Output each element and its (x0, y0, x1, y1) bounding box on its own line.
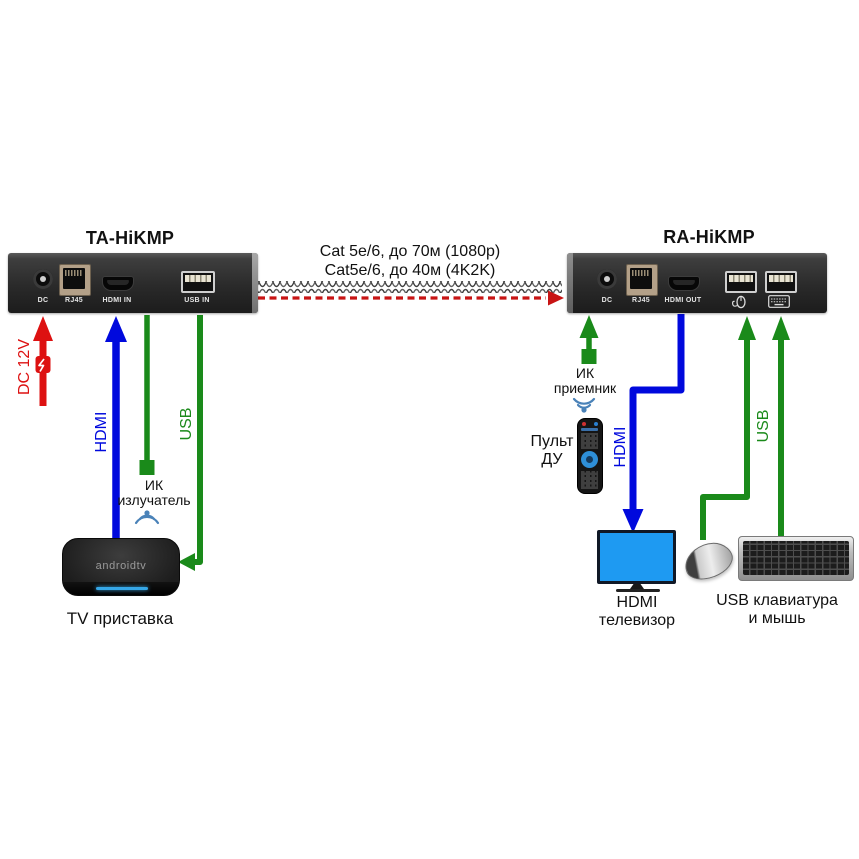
kb-mouse-label-line1: USB клавиатура (716, 592, 838, 609)
hdmi-label-right: HDMI (612, 426, 629, 468)
dc-port (33, 269, 53, 289)
transmitter-title: TA-HiKMP (85, 228, 175, 248)
cable-direction-arrow (258, 290, 564, 306)
rj45-port (626, 264, 658, 296)
hdmi-tv-label-line1: HDMI (616, 594, 658, 611)
hdmi-label-left: HDMI (93, 411, 110, 453)
hdmi-tv-label: HDMI телевизор (577, 594, 697, 629)
remote-label-line2: ДУ (541, 450, 563, 468)
remote-label: Пульт ДУ (512, 433, 592, 468)
receiver-side-face (567, 253, 573, 313)
remote-blue-row (581, 428, 598, 431)
remote-mute-button (594, 422, 598, 426)
hdmi-in-port (102, 276, 134, 291)
dc-port-label: DC (37, 297, 49, 304)
rj45-jack (63, 268, 85, 289)
receiver-title: RA-HiKMP (663, 227, 755, 247)
hdmi-out-port (668, 276, 700, 291)
hdmi-out-arrow (622, 314, 685, 533)
tv-box-label: TV приставка (66, 609, 174, 628)
dc-port-label: DC (601, 297, 613, 304)
remote-control (577, 418, 603, 494)
rj45-jack (630, 268, 652, 289)
remote-lower-keys (581, 471, 598, 489)
receiver-device: DC RJ45 HDMI OUT (567, 253, 827, 313)
usb-keyboard (738, 536, 854, 581)
power-voltage-label: DC 12V (16, 338, 33, 396)
ir-emitter-signal-icon (134, 510, 160, 525)
ir-emitter-square (139, 460, 155, 475)
usb-mouse-port (725, 271, 757, 293)
ir-receiver-label-line2: приемник (553, 380, 617, 396)
tv-stand-neck (630, 584, 644, 589)
usb-label-right: USB (755, 409, 772, 443)
ir-receiver-label-line1: ИК (575, 365, 595, 381)
usb-mouse-line (700, 316, 756, 540)
hdmi-in-arrow (105, 316, 127, 540)
cable-spec-line2: Cat5e/6, до 40м (4K2K) (324, 262, 496, 279)
ir-emitter-label-line2: излучатель (117, 492, 191, 508)
kb-mouse-label-line2: и мышь (748, 609, 806, 627)
transmitter-device: DC RJ45 HDMI IN USB IN (8, 253, 258, 313)
usb-in-line (178, 315, 203, 571)
usb-tongue (769, 275, 793, 282)
hdmi-out-port-label: HDMI OUT (664, 297, 702, 304)
rj45-port (59, 264, 91, 296)
remote-upper-keys (581, 433, 598, 449)
rj45-port-label: RJ45 (65, 297, 83, 304)
tv-box-brand: androidtv (95, 560, 147, 572)
usb-tongue (729, 275, 753, 282)
tv-set-top-box: androidtv (62, 538, 180, 596)
ir-receiver-square (581, 349, 597, 364)
ir-receiver-arrow (579, 315, 599, 364)
remote-label-line1: Пульт (530, 433, 574, 450)
usb-keyboard-port (765, 271, 797, 293)
hdmi-tv-screen (597, 530, 676, 584)
cable-spec-line1: Cat 5e/6, до 70м (1080p) (319, 243, 501, 260)
power-plug-icon (35, 356, 51, 373)
mouse-icon (731, 295, 746, 309)
transmitter-side-face (252, 253, 258, 313)
usb-keyboard-line (772, 316, 790, 537)
tv-stand-base (616, 589, 660, 592)
dc-port (597, 269, 617, 289)
kb-mouse-label: USB клавиатура и мышь (697, 592, 857, 627)
rj45-port-label: RJ45 (632, 297, 650, 304)
ir-emitter-label-line1: ИК (144, 477, 164, 493)
tv-box-led-strip (96, 587, 148, 590)
keyboard-icon (768, 295, 790, 308)
ir-receiver-label: ИК приемник (525, 366, 645, 396)
hdmi-in-port-label: HDMI IN (102, 297, 132, 304)
remote-power-button (582, 422, 586, 426)
usb-label-left: USB (178, 407, 195, 441)
remote-dpad (581, 451, 598, 468)
usb-in-port-label: USB IN (184, 297, 210, 304)
usb-tongue (185, 275, 211, 282)
usb-in-port (181, 271, 215, 293)
ir-receiver-signal-icon (572, 397, 596, 413)
ir-emitter-label: ИК излучатель (94, 478, 214, 508)
hdmi-tv-label-line2: телевизор (598, 611, 676, 629)
keyboard-keys (743, 541, 849, 575)
ir-emitter-line (139, 315, 155, 475)
twisted-pair-cable (256, 281, 562, 293)
